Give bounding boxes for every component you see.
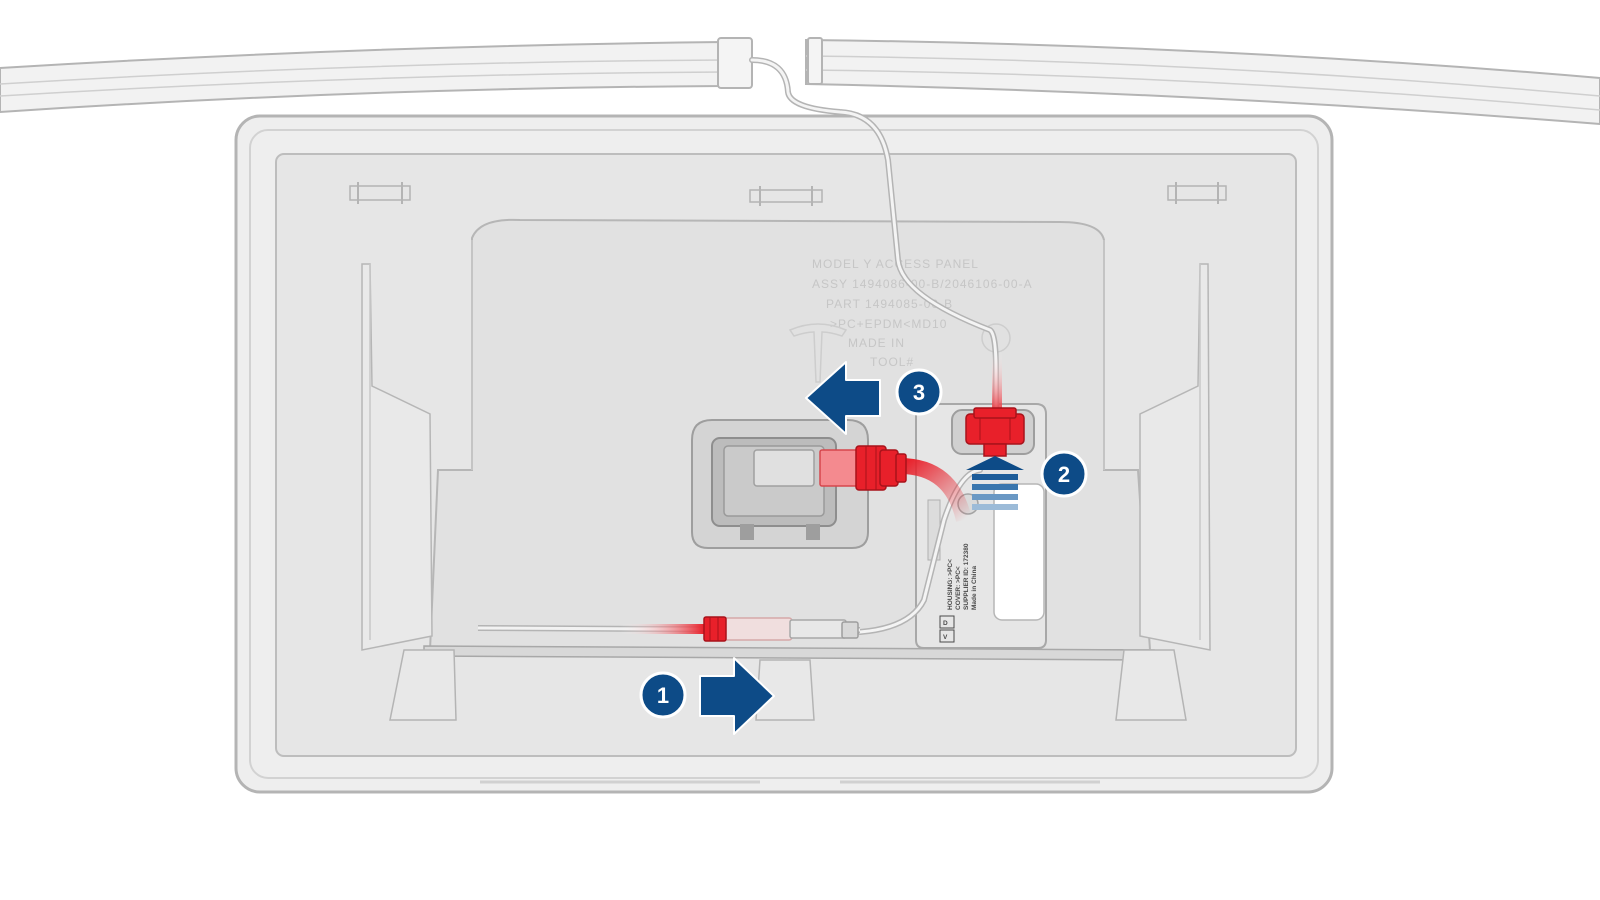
callout-2-badge [1040,450,1088,498]
connector-label-line4: Made in China [971,566,978,610]
callout-2-number: 2 [1058,462,1070,487]
callout-3-number: 3 [913,380,925,405]
panel-marking-line3: PART 1494085-00-B [826,297,953,311]
panel-marking-line4: >PC+EPDM<MD10 [830,317,947,331]
panel-clip [349,182,411,204]
connector-label-line2: COVER: >PC< [955,566,962,610]
connector-label-box1: D [943,620,948,627]
callout-1: 1 [639,657,775,735]
arrow-left-icon [805,361,881,435]
panel-marking-line5: MADE IN [848,336,905,350]
panel-marking-line2: ASSY 1494086-00-B/2046106-00-A [812,277,1033,291]
connector-label-block: HOUSING: >PC< COVER: >PC< SUPPLIER ID: 1… [939,543,978,643]
panel-marking-line1: MODEL Y ACCESS PANEL [812,257,979,271]
panel-marking-line6: TOOL# [870,355,914,369]
side-rib-left [361,263,433,651]
callout-2: 2 [966,450,1088,510]
callout-1-number: 1 [657,683,669,708]
connector-3-highlight [819,445,972,523]
module-sticker [993,483,1045,621]
connector-2-highlight [965,407,1025,457]
panel-foot [1115,649,1187,721]
side-rib-right [1139,263,1211,651]
trim-strip-left [0,40,725,114]
arrow-up-icon [966,456,1024,510]
connector-label-box2: V [943,634,948,641]
connector-label-line3: SUPPLIER ID: 172380 [963,543,970,610]
inline-connector-mate [721,617,793,641]
connector-label-line1: HOUSING: >PC< [947,559,954,610]
panel-foot [389,649,457,721]
access-panel: MODEL Y ACCESS PANEL ASSY 1494086-00-B/2… [234,114,1334,794]
callout-1-badge [639,671,687,719]
panel-clip [1167,182,1227,204]
overhead-harness [749,57,1002,421]
panel-clip [749,186,823,206]
arrow-right-icon [699,657,775,735]
trim-connector-clip [717,37,753,89]
connector-1-highlight [703,616,727,642]
overhead-trim [0,37,1600,126]
callout-3: 3 [805,361,943,435]
callout-3-badge [895,368,943,416]
panel-molded-text: MODEL Y ACCESS PANEL ASSY 1494086-00-B/2… [788,257,1033,383]
lower-harness [477,467,983,641]
brand-emblem-icon [788,323,848,383]
